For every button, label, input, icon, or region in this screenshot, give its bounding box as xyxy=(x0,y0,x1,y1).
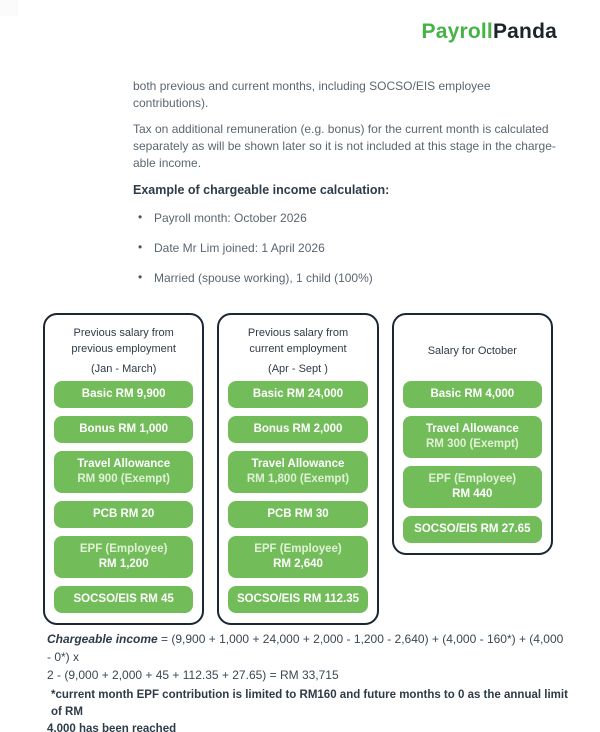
example-bullet-list: Payroll month: October 2026 Date Mr Lim … xyxy=(136,209,576,300)
card-title-line: Previous salary from xyxy=(247,327,349,339)
salary-item-travel-allowance: Travel Allowance RM 300 (Exempt) xyxy=(402,416,542,458)
payrollpanda-logo: PayrollPanda xyxy=(422,20,557,44)
salary-item-pcb: PCB RM 30 xyxy=(228,501,368,528)
salary-item-epf: EPF (Employee) RM 440 xyxy=(402,466,542,508)
salary-item-pcb: PCB RM 20 xyxy=(54,501,194,528)
chargeable-income-formula: Chargeable income = (9,900 + 1,000 + 24,… xyxy=(47,630,569,684)
bullet-payroll-month: Payroll month: October 2026 xyxy=(136,209,576,227)
card-subtitle: (Jan - March) xyxy=(90,363,157,375)
paragraph-line: Tax on additional remuneration (e.g. bon… xyxy=(133,122,549,136)
salary-cards-row: Previous salary from previous employment… xyxy=(43,313,553,625)
intro-paragraph: both previous and current months, includ… xyxy=(133,78,583,112)
bullet-marital-status: Married (spouse working), 1 child (100%) xyxy=(136,269,576,287)
card-title-line: Previous salary from xyxy=(73,327,174,339)
paragraph-line: separately as will be shown later so it … xyxy=(133,139,556,153)
formula-line1: = (9,900 + 1,000 + 24,000 + 2,000 - 1,20… xyxy=(47,632,564,664)
footnote-line: 4,000 has been reached xyxy=(47,723,177,732)
salary-item-socso-eis: SOCSO/EIS RM 27.65 xyxy=(402,516,542,543)
card-title-line: Salary for October xyxy=(427,345,517,357)
paragraph-line: able income. xyxy=(133,156,202,170)
bullet-join-date: Date Mr Lim joined: 1 April 2026 xyxy=(136,239,576,257)
card-title: Previous salary from current employment … xyxy=(228,323,367,381)
salary-item-bonus: Bonus RM 2,000 xyxy=(228,416,368,443)
salary-item-socso-eis: SOCSO/EIS RM 45 xyxy=(54,586,194,613)
formula-line2: 2 - (9,000 + 2,000 + 45 + 112.35 + 27.65… xyxy=(47,668,339,682)
footnote-line: *current month EPF contribution is limit… xyxy=(51,689,568,718)
salary-item-basic: Basic RM 9,900 xyxy=(54,381,194,408)
scan-corner-artifact xyxy=(0,0,18,16)
logo-payroll-text: Payroll xyxy=(421,20,493,43)
calculation-block: Chargeable income = (9,900 + 1,000 + 24,… xyxy=(47,630,569,732)
formula-label: Chargeable income xyxy=(47,632,158,646)
card-previous-employment: Previous salary from previous employment… xyxy=(43,313,205,625)
salary-item-socso-eis: SOCSO/EIS RM 112.35 xyxy=(228,586,368,613)
salary-item-travel-allowance: Travel Allowance RM 1,800 (Exempt) xyxy=(228,451,368,493)
salary-item-basic: Basic RM 24,000 xyxy=(228,381,368,408)
salary-item-basic: Basic RM 4,000 xyxy=(402,381,542,408)
salary-item-travel-allowance: Travel Allowance RM 900 (Exempt) xyxy=(54,451,194,493)
card-salary-october: Salary for October Basic RM 4,000 Travel… xyxy=(391,313,553,555)
card-subtitle: (Apr - Sept ) xyxy=(268,363,328,375)
tax-note-paragraph: Tax on additional remuneration (e.g. bon… xyxy=(133,121,583,172)
card-title-line: previous employment xyxy=(71,343,176,355)
salary-item-epf: EPF (Employee) RM 1,200 xyxy=(54,536,194,578)
logo-panda-text: Panda xyxy=(492,20,557,43)
salary-item-bonus: Bonus RM 1,000 xyxy=(54,416,194,443)
salary-item-epf: EPF (Employee) RM 2,640 xyxy=(228,536,368,578)
paragraph-line: contributions). xyxy=(133,96,209,110)
paragraph-line: both previous and current months, includ… xyxy=(133,79,491,93)
card-current-employment: Previous salary from current employment … xyxy=(217,313,379,625)
example-heading: Example of chargeable income calculation… xyxy=(133,183,390,197)
card-title-line: current employment xyxy=(249,343,347,355)
card-title: Previous salary from previous employment… xyxy=(54,323,193,381)
card-title: Salary for October xyxy=(403,323,542,381)
epf-footnote: *current month EPF contribution is limit… xyxy=(47,687,569,732)
